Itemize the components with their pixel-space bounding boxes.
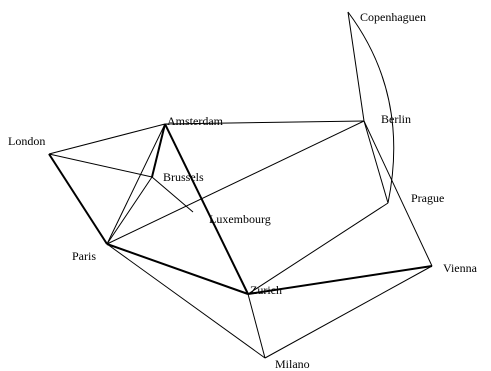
node-label-zurich: Zurich (250, 283, 282, 297)
node-label-prague: Prague (411, 191, 444, 205)
node-label-brussels: Brussels (163, 170, 204, 184)
edge-london-brussels (48, 153, 153, 178)
node-label-vienna: Vienna (443, 261, 478, 275)
edge-prague-zurich (247, 202, 389, 295)
edge-amsterdam-brussels (151, 123, 166, 178)
node-label-berlin: Berlin (381, 112, 411, 126)
edge-zurich-vienna (247, 265, 433, 295)
edge-zurich-milano (247, 293, 266, 359)
edge-berlin-prague (363, 120, 389, 204)
edge-paris-milano (106, 243, 266, 359)
edge-paris-berlin (106, 120, 365, 245)
label-layer: Copenhaguen Berlin Amsterdam London Brus… (8, 10, 478, 371)
node-label-copenhagen: Copenhaguen (360, 10, 426, 24)
edge-amsterdam-berlin (164, 120, 365, 125)
edge-amsterdam-paris (106, 123, 166, 245)
edge-brussels-paris (106, 176, 153, 245)
node-label-amsterdam: Amsterdam (167, 114, 224, 128)
edge-berlin-vienna (363, 120, 433, 267)
node-label-luxembourg: Luxembourg (209, 212, 271, 226)
edge-amsterdam-zurich (164, 123, 249, 295)
edge-layer (48, 11, 433, 359)
edge-milano-vienna (264, 265, 433, 359)
edge-berlin-copenhagen (347, 11, 365, 122)
edge-paris-zurich (106, 243, 249, 295)
edge-london-amsterdam (48, 123, 166, 155)
node-label-paris: Paris (72, 249, 96, 263)
edge-london-paris (48, 153, 108, 245)
node-label-milano: Milano (275, 357, 310, 371)
edge-copenhagen-prague (347, 11, 395, 204)
node-label-london: London (8, 134, 45, 148)
